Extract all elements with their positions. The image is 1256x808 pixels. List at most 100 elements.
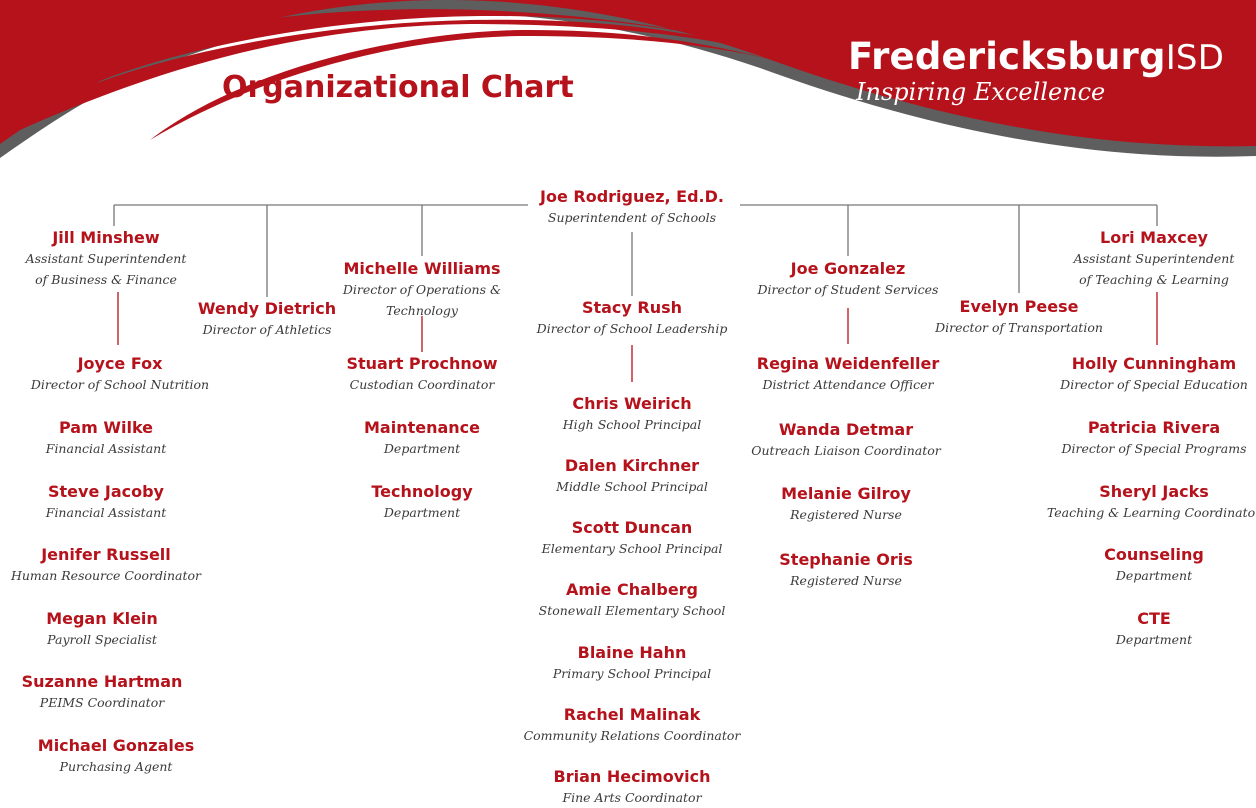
node-title: Community Relations Coordinator <box>523 728 741 743</box>
node-name: Blaine Hahn <box>577 643 687 662</box>
node-name: Pam Wilke <box>58 418 153 437</box>
node-title: Department <box>383 441 461 456</box>
superintendent-title: Superintendent of Schools <box>547 210 717 225</box>
node-title: Assistant Superintendent <box>25 251 187 266</box>
district-logo: FredericksburgISD Inspiring Excellence <box>848 36 1224 106</box>
node-name: Suzanne Hartman <box>21 672 183 691</box>
node-title: Department <box>383 505 461 520</box>
superintendent-name: Joe Rodriguez, Ed.D. <box>540 187 724 206</box>
node-title: Primary School Principal <box>552 666 712 681</box>
node-name: Dalen Kirchner <box>564 456 700 475</box>
node-name: Wanda Detmar <box>778 420 914 439</box>
node-name: Megan Klein <box>46 609 158 628</box>
node-title: Custodian Coordinator <box>349 377 495 392</box>
org-node-wendy-dietrich: Wendy Dietrich Director of Athletics <box>198 299 336 340</box>
node-name: Maintenance <box>363 418 481 437</box>
node-title: Middle School Principal <box>556 479 708 494</box>
node-title: of Business & Finance <box>35 272 177 287</box>
node-title: High School Principal <box>562 417 702 432</box>
node-title: PEIMS Coordinator <box>39 695 165 710</box>
node-title: Director of Special Education <box>1060 377 1248 392</box>
node-name: Jill Minshew <box>52 228 160 247</box>
node-title: Fine Arts Coordinator <box>562 790 702 805</box>
logo-tagline: Inspiring Excellence <box>856 78 1106 106</box>
node-name: Melanie Gilroy <box>781 484 911 503</box>
node-title: Director of Special Programs <box>1061 441 1247 456</box>
page-title: Organizational Chart <box>222 70 574 105</box>
org-node-lori-maxcey: Lori Maxcey Assistant Superintendent of … <box>1074 228 1235 290</box>
node-name: Stephanie Oris <box>779 550 913 569</box>
node-name: Amie Chalberg <box>565 580 699 599</box>
logo-wordmark: FredericksburgISD <box>848 36 1224 79</box>
node-title: Payroll Specialist <box>47 632 157 647</box>
superintendent-node: Joe Rodriguez, Ed.D. Superintendent of S… <box>540 187 724 228</box>
banner-red-band <box>0 0 1256 147</box>
node-title: Registered Nurse <box>790 507 902 522</box>
node-name: CTE <box>1137 609 1171 628</box>
node-title: Director of Athletics <box>202 322 332 337</box>
node-name: Patricia Rivera <box>1087 418 1221 437</box>
node-title: Department <box>1115 632 1193 647</box>
node-title: Human Resource Coordinator <box>10 568 202 583</box>
node-name: Jenifer Russell <box>41 545 171 564</box>
node-title: Director of School Nutrition <box>30 377 210 392</box>
node-title: Director of School Leadership <box>536 321 728 336</box>
node-name: Counseling <box>1104 545 1204 564</box>
logo-suffix: ISD <box>1165 38 1225 78</box>
node-title: Purchasing Agent <box>59 759 173 774</box>
node-name: Wendy Dietrich <box>197 299 337 318</box>
node-title: Financial Assistant <box>45 441 167 456</box>
node-title: Assistant Superintendent <box>1073 251 1235 266</box>
node-name: Michelle Williams <box>343 259 501 278</box>
node-title: Teaching & Learning Coordinator <box>1046 505 1256 520</box>
org-node-jill-minshew: Jill Minshew Assistant Superintendent of… <box>26 228 187 290</box>
node-title: Director of Transportation <box>935 320 1103 335</box>
node-name: Joyce Fox <box>77 354 163 373</box>
node-name: Stacy Rush <box>581 298 683 317</box>
node-title: Technology <box>386 303 458 318</box>
node-name: Stuart Prochnow <box>346 354 498 373</box>
node-name: Michael Gonzales <box>37 736 195 755</box>
org-node-joe-gonzalez: Joe Gonzalez Director of Student Service… <box>758 259 939 300</box>
node-name: Evelyn Peese <box>959 297 1079 316</box>
org-node-evelyn-peese: Evelyn Peese Director of Transportation <box>935 297 1103 338</box>
node-name: Holly Cunningham <box>1071 354 1237 373</box>
org-node: CTE Department <box>1116 609 1192 650</box>
node-name: Rachel Malinak <box>563 705 701 724</box>
node-name: Sheryl Jacks <box>1099 482 1209 501</box>
org-node-stacy-rush: Stacy Rush Director of School Leadership <box>537 298 728 339</box>
node-title: Financial Assistant <box>45 505 167 520</box>
node-name: Lori Maxcey <box>1100 228 1208 247</box>
node-title: Registered Nurse <box>790 573 902 588</box>
node-title: Director of Student Services <box>757 282 939 297</box>
node-name: Scott Duncan <box>571 518 693 537</box>
node-name: Regina Weidenfeller <box>756 354 940 373</box>
logo-name: Fredericksburg <box>848 35 1166 78</box>
node-title: Stonewall Elementary School <box>538 603 726 618</box>
node-title: Department <box>1115 568 1193 583</box>
node-name: Technology <box>371 482 473 501</box>
